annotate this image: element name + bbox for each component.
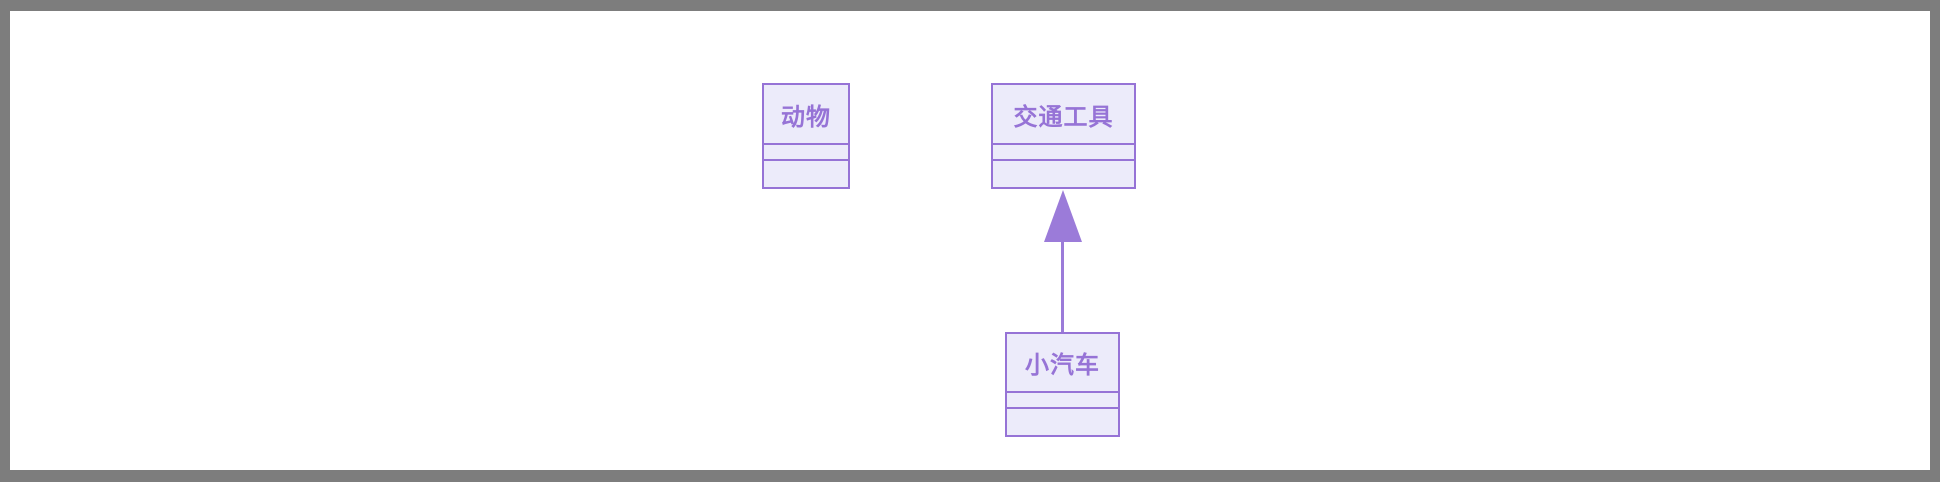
class-node-animal[interactable]: 动物: [762, 83, 850, 189]
class-node-animal-methods-compartment: [764, 159, 848, 187]
diagram-canvas: [10, 11, 1930, 470]
class-node-vehicle-methods-compartment: [993, 159, 1134, 187]
inheritance-edge-line: [1061, 240, 1064, 333]
class-node-car-title: 小汽车: [1025, 352, 1100, 379]
class-node-vehicle-attributes-compartment: [993, 143, 1134, 159]
class-node-car-methods-compartment: [1007, 407, 1118, 435]
class-node-vehicle-title: 交通工具: [1013, 103, 1114, 131]
class-node-animal-attributes-compartment: [764, 143, 848, 159]
class-node-vehicle[interactable]: 交通工具: [991, 83, 1136, 189]
class-node-car[interactable]: 小汽车: [1005, 332, 1120, 437]
class-node-car-attributes-compartment: [1007, 391, 1118, 407]
class-node-animal-title: 动物: [781, 103, 831, 131]
inheritance-arrowhead-icon: [1044, 190, 1082, 242]
